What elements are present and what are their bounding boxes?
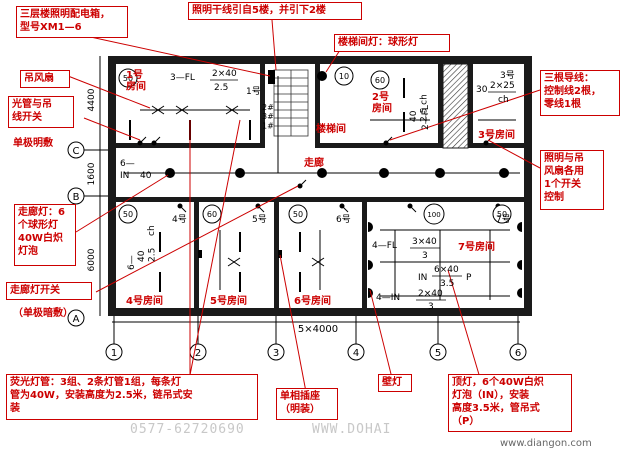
- r6-no: 6号: [336, 214, 351, 225]
- r7-fl-den: 3: [422, 251, 428, 261]
- stairs: [273, 69, 309, 137]
- axis-col-6: 6: [515, 348, 521, 359]
- corridor-label: 走廊: [303, 156, 324, 169]
- corr-code: 6—: [120, 159, 135, 169]
- r7-no: 7号: [496, 214, 511, 225]
- r1-fl: 3—FL: [170, 73, 195, 83]
- r7-in-num: 6×40: [434, 265, 459, 275]
- watermark-phone: 0577-62720690: [130, 422, 245, 437]
- r7-in-p: P: [466, 273, 472, 283]
- room6-label: 6号房间: [294, 294, 331, 307]
- r4-code: 6—: [127, 255, 137, 270]
- axis-col-3: 3: [273, 348, 279, 359]
- callout-trunk-line: 照明干线引自5楼，并引下2楼: [188, 2, 362, 20]
- r7-in2: 4—IN: [376, 293, 400, 303]
- hatched-shaft: [442, 63, 469, 149]
- r1-frac-num: 2×40: [212, 69, 237, 79]
- corr-in: IN: [120, 171, 129, 181]
- ceiling-fans: [151, 105, 325, 267]
- callout-single-pole: 单极明敷: [13, 138, 53, 149]
- axis-col-5: 5: [435, 348, 441, 359]
- axis-col-1: 1: [111, 348, 117, 359]
- watermark-site2: www.diangon.com: [500, 438, 592, 449]
- box-50a: 50: [123, 74, 133, 83]
- corridor-lamp: [499, 168, 509, 178]
- axis-row-a: A: [73, 314, 80, 325]
- room2-label: 2号房间: [372, 91, 392, 115]
- stair-marks: 2#3#1#: [262, 103, 274, 130]
- sockets: [198, 250, 282, 258]
- box-60b: 60: [207, 210, 217, 219]
- room7-label: 7号房间: [458, 240, 495, 253]
- callout-stair-light: 楼梯间灯：球形灯: [334, 34, 450, 52]
- box-50b: 50: [123, 210, 133, 219]
- r7-in: IN: [418, 273, 427, 283]
- room4-label: 4号房间: [126, 294, 163, 307]
- r4-ch: ch: [147, 225, 157, 236]
- r2-frac: 402.5 ch: [409, 94, 429, 122]
- axis-col-4: 4: [353, 348, 359, 359]
- fluorescent-tubes: [129, 78, 405, 292]
- callout-socket: 单相插座 （明装）: [276, 388, 338, 420]
- r5-no: 5号: [252, 214, 267, 225]
- box-100: 100: [427, 211, 440, 219]
- stair-lamp: [317, 71, 327, 81]
- corridor-lamps: [165, 71, 509, 178]
- callout-corridor-lamp: 走廊灯：6 个球形灯 40W白炽 灯泡: [14, 204, 76, 266]
- callout-wall-lamp: 壁灯: [378, 374, 412, 392]
- circle-10: 10: [339, 72, 349, 81]
- axis-col-2: 2: [195, 348, 201, 359]
- r3-no: 3号: [500, 70, 515, 81]
- r7-fl-num: 3×40: [412, 237, 437, 247]
- callout-corridor-switch: 走廊灯开关: [6, 282, 92, 300]
- axis-row-c: C: [73, 146, 80, 157]
- room5-label: 5号房间: [210, 294, 247, 307]
- box-50c: 50: [293, 210, 303, 219]
- callout-switch-fan: 光管与吊 线开关: [8, 96, 74, 128]
- r7-in2-num: 2×40: [418, 289, 443, 299]
- r3-frac-top: 2×25: [490, 81, 515, 91]
- corridor-lamp: [317, 168, 327, 178]
- wall-lamps: [368, 222, 522, 298]
- r2-code: 2—FL: [421, 105, 431, 130]
- axis-bubbles: [67, 56, 527, 361]
- room1-label: 1号房间: [126, 69, 146, 93]
- axis-row-b: B: [73, 192, 80, 203]
- r7-in2-den: 3: [428, 302, 434, 312]
- box-60: 60: [375, 76, 385, 85]
- corr-w: 40: [140, 171, 152, 181]
- stair-label: 楼梯间: [316, 122, 346, 135]
- callout-single-pole-concealed: （单极暗敷）: [13, 308, 73, 319]
- corridor-lamp: [379, 168, 389, 178]
- callout-panel-box: 三层楼照明配电箱， 型号XM1—6: [16, 6, 128, 38]
- corridor-lamp: [435, 168, 445, 178]
- r4-frac: 402.5: [137, 248, 157, 262]
- room3-label: 3号房间: [478, 128, 515, 141]
- r1-frac-den: 2.5: [214, 83, 228, 93]
- r7-fl: 4—FL: [372, 241, 397, 251]
- r3-num: 30: [476, 85, 488, 95]
- callout-fluorescent: 荧光灯管：3组、2条灯管1组，每条灯 管为40W，安装高度为2.5米，链吊式安 …: [6, 374, 258, 420]
- width-total: 5×4000: [298, 324, 338, 335]
- r4-no: 4号: [172, 214, 187, 225]
- watermark-site: WWW.DOHAI: [312, 422, 392, 437]
- r7-in-den: 3.5: [440, 279, 454, 289]
- callout-ceiling-fan: 吊风扇: [20, 70, 70, 88]
- corridor-lamp: [235, 168, 245, 178]
- callout-ceiling-lamp: 顶灯，6个40W白炽 灯泡（IN），安装 高度3.5米，管吊式 （P）: [448, 374, 572, 432]
- r3-frac-bot: ch: [498, 95, 509, 105]
- distribution-panel: [268, 70, 275, 84]
- fixture-boxes: [118, 66, 512, 225]
- walls: [108, 56, 532, 316]
- box-50d: 50: [497, 210, 507, 219]
- callout-three-wire: 三根导线： 控制线2根， 零线1根: [540, 70, 620, 116]
- height-mid: 1600: [87, 162, 97, 185]
- height-top: 4400: [87, 88, 97, 111]
- leader-lines: [67, 19, 541, 393]
- height-bottom: 6000: [87, 248, 97, 271]
- r1-no: 1号: [246, 86, 261, 97]
- callout-shared-switch: 照明与吊 风扇各用 1个开关 控制: [540, 150, 604, 210]
